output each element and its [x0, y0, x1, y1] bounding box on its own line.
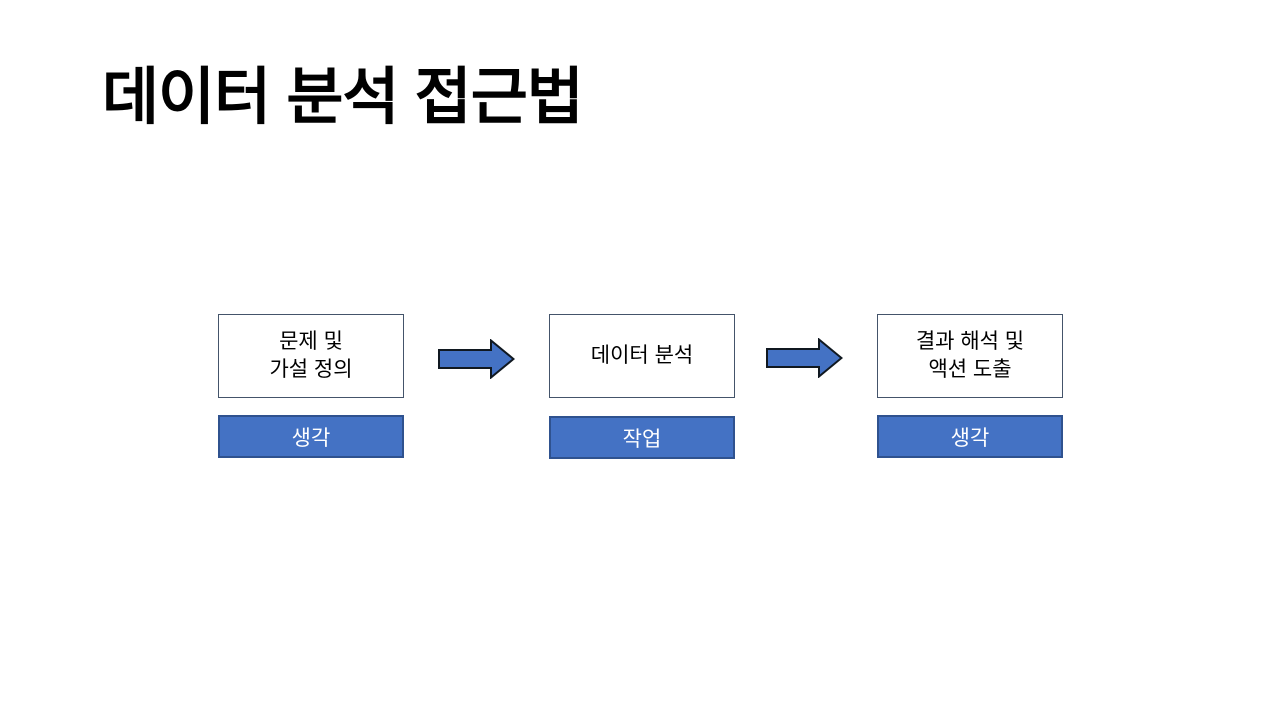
right-arrow-icon	[766, 338, 843, 378]
step-label-text: 생각	[950, 426, 990, 450]
step-label-think-2: 생각	[877, 415, 1063, 458]
step-box-line: 결과 해석 및	[915, 330, 1025, 353]
step-label-work: 작업	[549, 416, 735, 459]
step-box-line: 데이터 분석	[590, 344, 694, 367]
step-box-line: 액션 도출	[928, 358, 1012, 381]
step-box-line: 가설 정의	[269, 358, 353, 381]
right-arrow-icon	[438, 339, 515, 379]
step-label-think-1: 생각	[218, 415, 404, 458]
slide-title: 데이터 분석 접근법	[102, 63, 584, 132]
step-box-line: 문제 및	[279, 330, 343, 353]
step-box-result-action: 결과 해석 및 액션 도출	[877, 314, 1063, 398]
step-label-text: 생각	[291, 426, 331, 450]
step-box-problem-hypothesis: 문제 및 가설 정의	[218, 314, 404, 398]
step-box-data-analysis: 데이터 분석	[549, 314, 735, 398]
step-label-text: 작업	[622, 427, 662, 451]
